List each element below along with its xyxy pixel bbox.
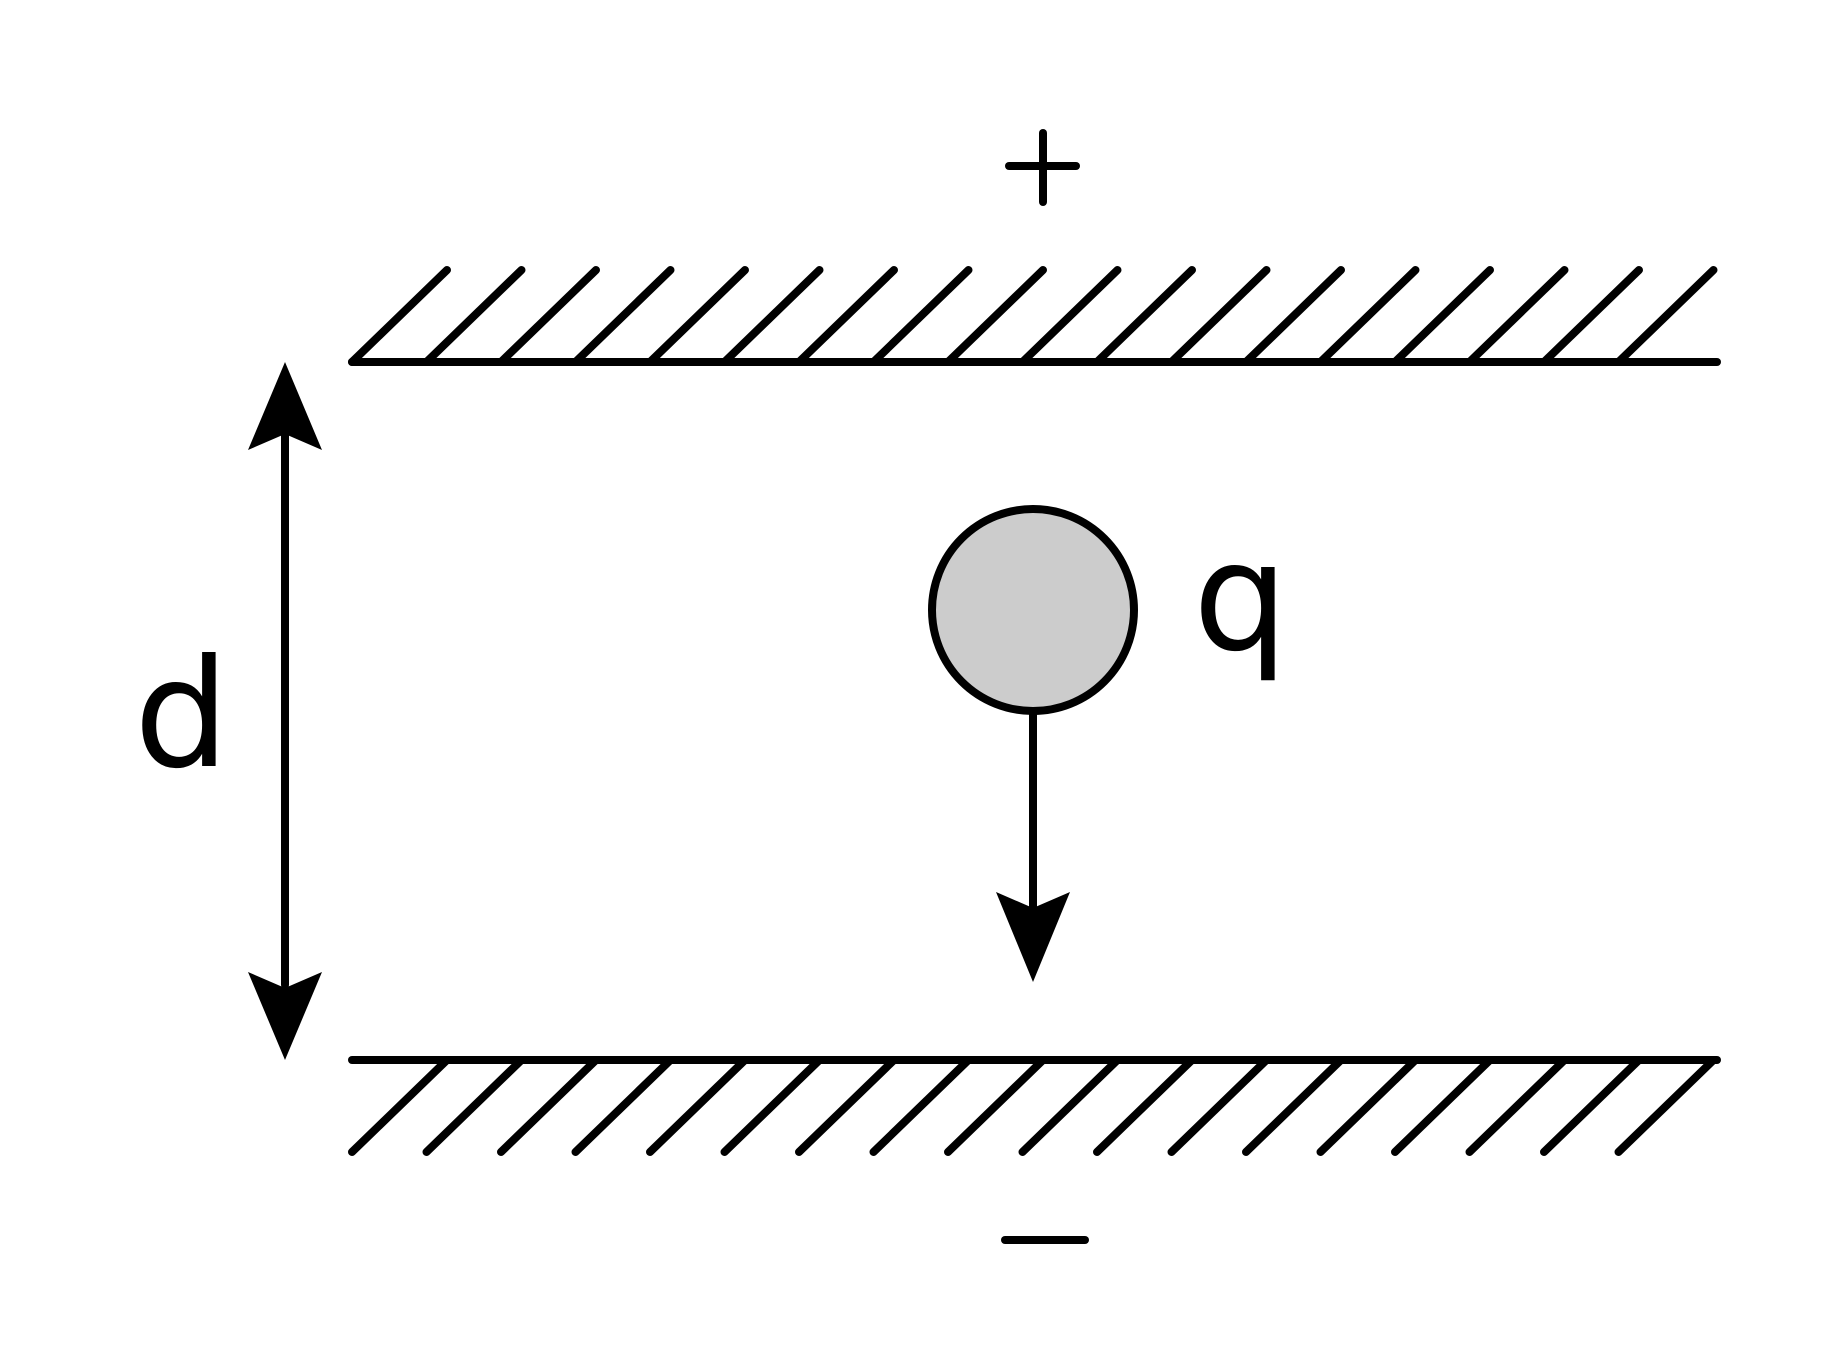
- hatch-mark: [348, 266, 451, 366]
- hatch-mark: [869, 266, 973, 366]
- hatch-mark: [1540, 266, 1643, 366]
- hatch-mark: [1540, 1056, 1643, 1156]
- hatch-mark: [348, 1056, 451, 1156]
- hatch-mark: [1316, 266, 1420, 366]
- hatch-mark: [571, 266, 675, 366]
- hatch-mark: [1018, 266, 1122, 366]
- hatch-mark: [1242, 1056, 1345, 1156]
- hatch-mark: [1614, 1056, 1718, 1156]
- hatch-mark: [571, 1056, 675, 1156]
- hatch-mark: [422, 266, 526, 366]
- hatch-mark: [795, 1056, 898, 1156]
- hatch-mark: [944, 266, 1047, 366]
- charge: [928, 505, 1138, 982]
- hatch-mark: [720, 1056, 824, 1156]
- top-plate: [348, 266, 1721, 366]
- hatch-mark: [869, 1056, 973, 1156]
- separation-arrow-head-down: [248, 972, 322, 1060]
- hatch-mark: [646, 266, 749, 366]
- hatch-mark: [1093, 266, 1196, 366]
- hatch-mark: [1316, 1056, 1420, 1156]
- hatch-mark: [497, 266, 600, 366]
- hatch-mark: [1018, 1056, 1122, 1156]
- hatch-mark: [422, 1056, 526, 1156]
- charge-circle: [928, 505, 1138, 715]
- hatch-mark: [1465, 1056, 1569, 1156]
- hatch-mark: [944, 1056, 1047, 1156]
- charge-label: q: [1193, 511, 1288, 685]
- hatch-mark: [646, 1056, 749, 1156]
- hatch-mark: [1391, 266, 1494, 366]
- hatch-mark: [1167, 266, 1271, 366]
- hatch-mark: [720, 266, 824, 366]
- hatch-mark: [1242, 266, 1345, 366]
- top-plate-sign-plus: [1005, 129, 1080, 206]
- bottom-plate-hatching: [348, 1056, 1718, 1156]
- hatch-mark: [1167, 1056, 1271, 1156]
- separation-label: d: [134, 628, 229, 802]
- bottom-plate: [348, 1056, 1721, 1156]
- hatch-mark: [1391, 1056, 1494, 1156]
- force-arrow-head: [996, 892, 1070, 982]
- separation-arrow: [248, 362, 322, 1060]
- hatch-mark: [1465, 266, 1569, 366]
- hatch-mark: [1614, 266, 1718, 366]
- separation-arrow-head-up: [248, 362, 322, 450]
- top-plate-hatching: [348, 266, 1718, 366]
- hatch-mark: [1093, 1056, 1196, 1156]
- hatch-mark: [497, 1056, 600, 1156]
- hatch-mark: [795, 266, 898, 366]
